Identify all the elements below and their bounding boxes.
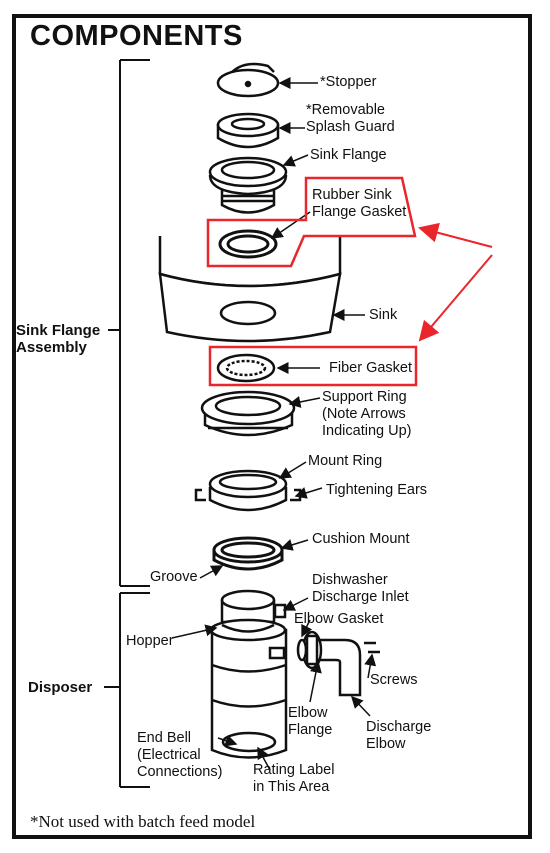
- label-stopper: *Stopper: [320, 74, 377, 90]
- label-end-bell: End Bell (Electrical Connections): [137, 730, 223, 780]
- label-sink: Sink: [369, 307, 398, 323]
- highlight-boxes: [206, 176, 418, 387]
- page-title: COMPONENTS: [30, 20, 243, 52]
- label-rubber-gasket: Rubber Sink Flange Gasket: [312, 187, 407, 220]
- fiber-gasket-part: [216, 353, 276, 383]
- label-cushion-mount: Cushion Mount: [312, 531, 410, 547]
- support-ring-part: [200, 390, 296, 437]
- label-mount-ring: Mount Ring: [308, 453, 383, 469]
- disposer-body-part: [209, 589, 288, 759]
- label-groove: Groove: [150, 569, 198, 585]
- footnote: *Not used with batch feed model: [30, 812, 256, 831]
- label-splash-guard: *Removable Splash Guard: [306, 102, 395, 135]
- label-elbow-flange: Elbow Flange: [288, 705, 333, 738]
- label-tightening-ears: Tightening Ears: [326, 482, 428, 498]
- label-screws: Screws: [370, 672, 418, 688]
- label-sink-flange: Sink Flange: [310, 147, 387, 163]
- splash-guard-part: [216, 112, 280, 149]
- sink-flange-bracket: [108, 59, 150, 587]
- label-fiber-gasket: Fiber Gasket: [329, 360, 412, 376]
- sink-part: [158, 236, 342, 343]
- leader-lines: [171, 77, 377, 771]
- label-hopper: Hopper: [126, 633, 174, 649]
- label-elbow-gasket: Elbow Gasket: [294, 611, 384, 627]
- disposer-bracket: [104, 592, 150, 788]
- highlight-arrows: [418, 222, 493, 342]
- sink-flange-part: [208, 156, 288, 214]
- group-disposer: Disposer: [28, 679, 93, 696]
- mount-ring-part: [194, 469, 302, 512]
- label-dishwasher-inlet: Dishwasher Discharge Inlet: [312, 572, 409, 605]
- fiber-gasket-highlight: [208, 345, 418, 387]
- rubber-gasket-part: [218, 229, 278, 259]
- stopper-part: [216, 62, 280, 98]
- rubber-gasket-highlight: [206, 176, 417, 268]
- label-rating-label: Rating Label in This Area: [253, 762, 335, 795]
- label-discharge-elbow: Discharge Elbow: [366, 719, 432, 752]
- page-border: [12, 14, 532, 839]
- group-sink-flange-assembly: Sink Flange Assembly: [16, 322, 101, 356]
- cushion-mount-part: [212, 536, 284, 571]
- label-support-ring: Support Ring (Note Arrows Indicating Up): [322, 389, 412, 439]
- discharge-elbow-part: [296, 630, 380, 697]
